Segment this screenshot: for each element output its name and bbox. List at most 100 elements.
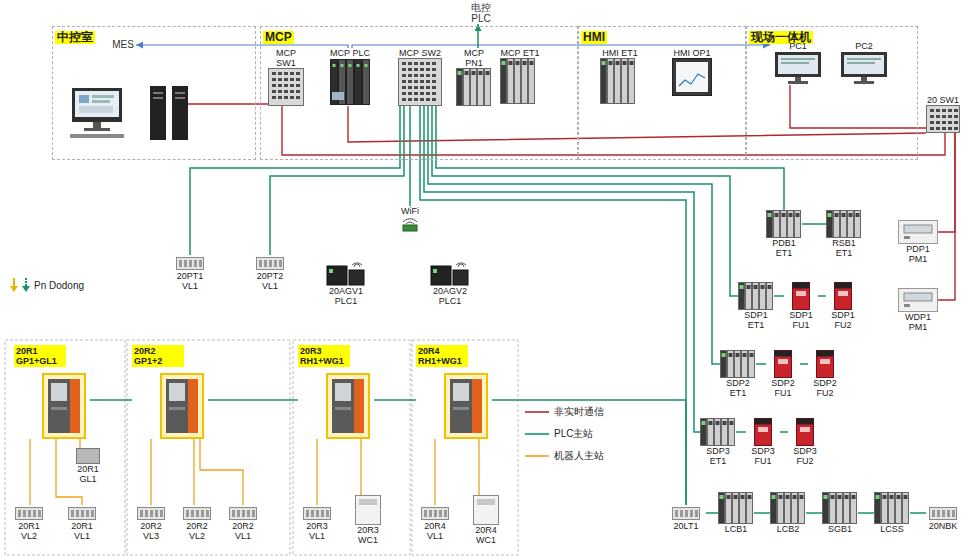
icon-part — [797, 419, 814, 446]
device-label: 20R1 VL1 — [64, 521, 100, 541]
icon-part — [672, 505, 700, 521]
icon-part — [347, 60, 354, 105]
icon-part — [816, 350, 834, 378]
icon-part — [904, 236, 910, 239]
connector-line — [193, 439, 194, 505]
icon-part — [42, 373, 86, 439]
device-label: 20R3 WC1 — [348, 525, 388, 545]
icon-part — [71, 510, 74, 517]
icon-part — [316, 510, 319, 517]
heading-label: 20R1 GP1+GL1 — [14, 345, 66, 367]
icon-part — [474, 496, 499, 525]
icon-part — [201, 510, 204, 517]
device-icon — [826, 282, 860, 310]
icon-part — [403, 225, 417, 231]
device-icon — [738, 282, 774, 310]
icon-part — [734, 495, 738, 499]
icon-part — [465, 71, 469, 75]
device-icon — [720, 350, 756, 378]
icon-part — [729, 419, 735, 446]
device-icon — [788, 418, 822, 446]
robot-zone — [412, 340, 518, 555]
icon-part — [831, 495, 835, 499]
icon-part — [426, 74, 430, 77]
connector-line — [316, 439, 317, 505]
docking-symbol — [13, 278, 15, 286]
icon-part — [903, 493, 909, 524]
icon-part — [929, 505, 957, 521]
icon-part — [522, 59, 528, 104]
device-label: 电控 PLC — [464, 2, 498, 24]
icon-part — [838, 495, 842, 499]
icon-part — [736, 353, 740, 357]
computer-screen — [75, 91, 119, 117]
icon-part — [899, 221, 938, 244]
icon-part — [673, 508, 700, 520]
icon-part — [432, 80, 436, 83]
device-icon — [898, 220, 938, 244]
icon-part — [332, 92, 344, 100]
icon-part — [311, 510, 314, 517]
device-node: SDP2 ET1 — [720, 350, 756, 398]
icon-part — [439, 510, 442, 517]
connector-line — [200, 439, 243, 505]
icon-part — [43, 374, 85, 438]
controller-icon — [42, 373, 86, 439]
icon-part — [781, 211, 787, 238]
device-label: 20LT1 — [666, 521, 706, 531]
icon-part — [420, 62, 424, 65]
icon-part — [326, 510, 329, 517]
connector-line — [79, 439, 80, 448]
icon-part — [269, 260, 272, 267]
icon-part — [278, 72, 282, 75]
icon-part — [795, 77, 801, 81]
icon-part — [264, 260, 267, 267]
icon-part — [408, 80, 412, 83]
device-label: RSB1 ET1 — [826, 238, 862, 258]
icon-part — [335, 407, 351, 410]
icon-part — [761, 285, 765, 289]
device-icon — [330, 58, 370, 106]
controller-icon — [160, 373, 204, 439]
icon-part — [954, 121, 958, 124]
device-node: 20PT1 VL1 — [172, 255, 208, 291]
device-label: 20R2 VL2 — [180, 521, 214, 541]
icon-part — [278, 78, 282, 81]
icon-part — [942, 109, 946, 112]
icon-part — [747, 285, 751, 289]
device-icon — [398, 58, 442, 106]
icon-part — [774, 350, 792, 378]
icon-part — [284, 90, 288, 93]
icon-part — [715, 419, 721, 446]
icon-part — [834, 282, 852, 310]
device-icon — [500, 58, 540, 104]
device-label: MCP SW2 — [398, 48, 442, 58]
device-node: 20R1 GL1 — [70, 448, 106, 484]
icon-part — [15, 505, 43, 521]
icon-part — [753, 283, 759, 310]
icon-part — [179, 260, 182, 267]
controller-icon — [444, 373, 488, 439]
icon-part — [33, 510, 36, 517]
device-icon — [180, 505, 214, 521]
server-tower — [150, 86, 166, 140]
icon-part — [849, 213, 853, 217]
device-node: MCP SW2 — [398, 48, 442, 106]
device-node: HMI OP1 — [672, 48, 712, 96]
icon-part — [876, 495, 880, 499]
icon-part — [936, 127, 940, 130]
icon-part — [854, 81, 874, 84]
icon-part — [629, 59, 635, 104]
icon-part — [473, 495, 499, 525]
icon-part — [523, 61, 527, 65]
icon-part — [797, 419, 814, 425]
device-label: SDP2 FU1 — [766, 378, 800, 398]
icon-part — [898, 220, 938, 244]
icon-part — [702, 421, 706, 425]
device-label: LCSS — [874, 524, 910, 534]
icon-part — [304, 508, 331, 520]
heading-label: 20R2 GP1+2 — [132, 345, 184, 367]
icon-part — [434, 510, 437, 517]
icon-part — [700, 418, 736, 446]
icon-part — [335, 383, 351, 401]
